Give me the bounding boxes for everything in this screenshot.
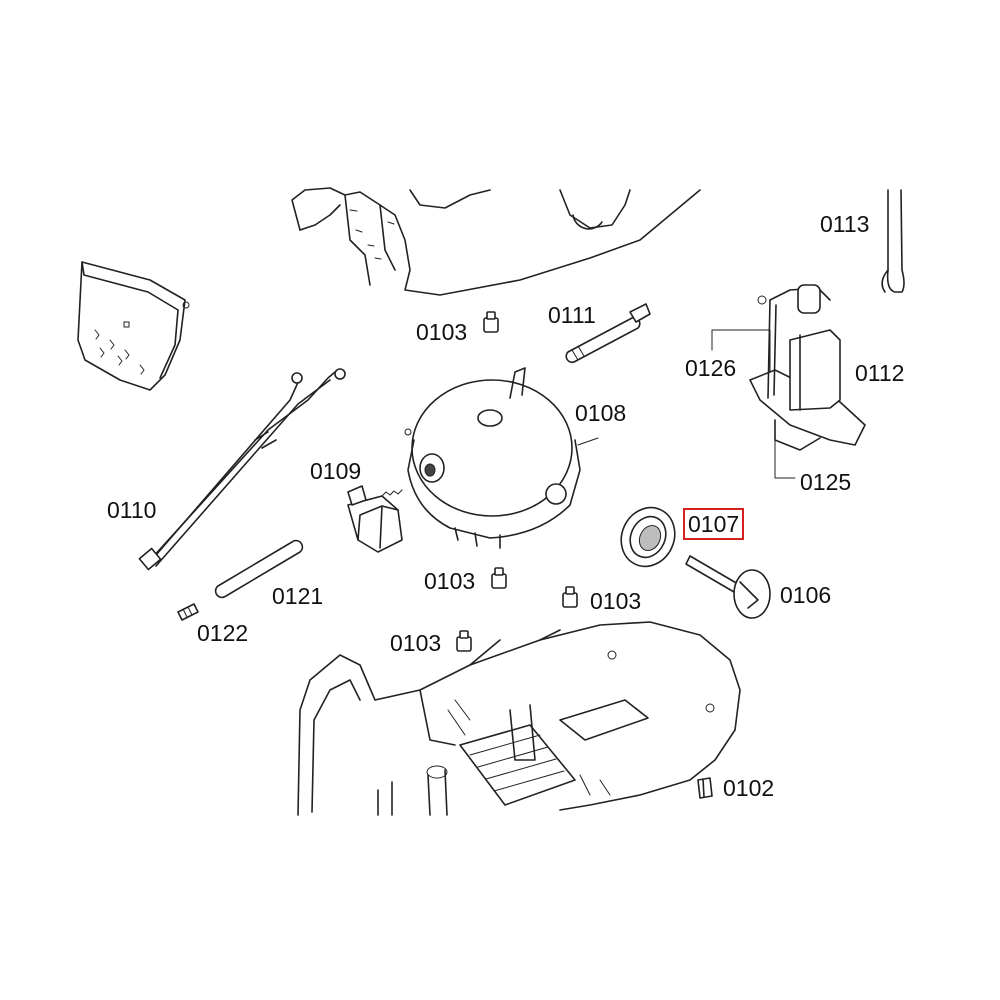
label-0110: 0110 (107, 497, 157, 523)
grommet-0103c-part (562, 586, 578, 608)
label-0106: 0106 (780, 582, 832, 608)
leader-0125 (774, 439, 796, 479)
hose-0113-part (881, 189, 905, 293)
rod-0121-part (214, 539, 304, 599)
grommet-0103b-part (491, 567, 507, 589)
grommet-0103d-part (456, 630, 472, 652)
screw-0102-part (697, 777, 713, 799)
knob-0106-part (685, 555, 771, 619)
label-0113: 0113 (820, 211, 870, 237)
pin-0122-part (177, 603, 199, 621)
label-0112: 0112 (855, 360, 905, 386)
compressor-0108-part (404, 367, 599, 549)
display-panel-part (77, 261, 190, 391)
label-0102: 0102 (723, 775, 775, 801)
steam-unit-part (749, 284, 866, 451)
label-0109: 0109 (310, 458, 362, 484)
wire-harness-part (138, 368, 346, 571)
label-0108: 0108 (575, 400, 627, 426)
grommet-0103a-part (483, 311, 499, 333)
label-0103-low: 0103 (390, 630, 442, 656)
label-0103-right: 0103 (590, 588, 642, 614)
label-0103-top: 0103 (416, 319, 468, 345)
upper-housing-part (291, 187, 701, 296)
tube-0111-part (565, 303, 651, 364)
seal-0107-part (620, 506, 676, 568)
switch-0109-part (347, 485, 403, 553)
leader-0126 (711, 329, 771, 373)
label-0107-highlighted: 0107 (683, 508, 745, 540)
label-0122: 0122 (197, 620, 249, 646)
label-0103-mid: 0103 (424, 568, 476, 594)
label-0126: 0126 (685, 355, 737, 381)
label-0111: 0111 (548, 302, 596, 328)
base-housing-part (297, 621, 741, 816)
label-0121: 0121 (272, 583, 324, 609)
label-0125: 0125 (800, 469, 852, 495)
